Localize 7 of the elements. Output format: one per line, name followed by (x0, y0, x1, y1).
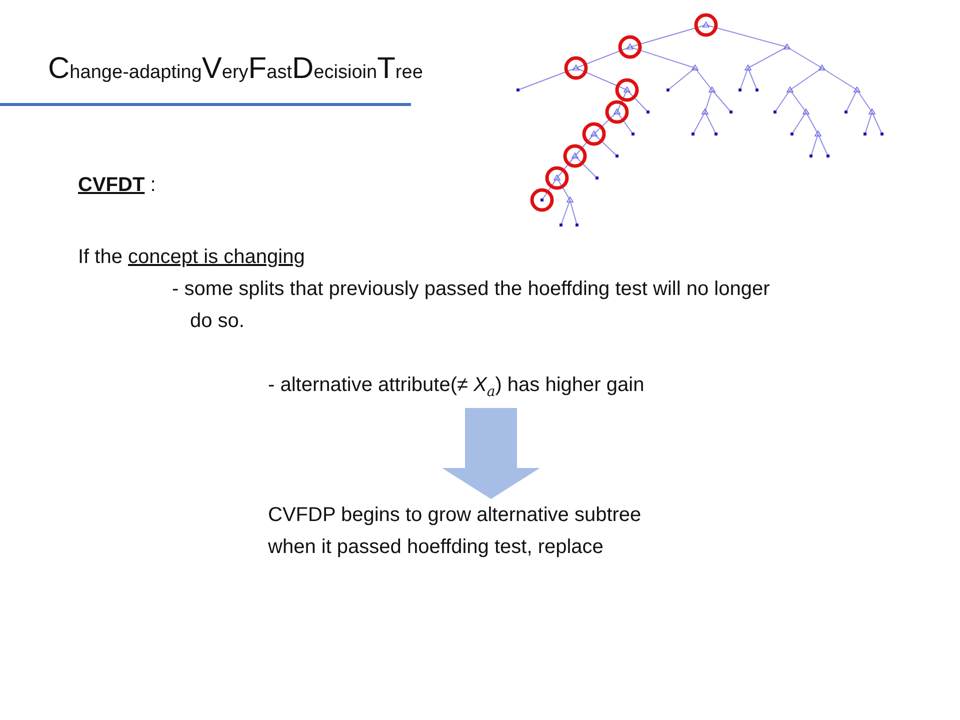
statement-text: CVFDP begins to grow alternative subtree when it passed hoeffding test, replace (268, 499, 673, 563)
statement-text: - alternative attribute(≠ X$_{a}$) has higher gain (268, 369, 788, 408)
heading-text: CVFDT : (78, 173, 157, 198)
slide-title: Change-adaptingVeryFastDecisioinTree (48, 52, 423, 86)
arrow (442, 408, 540, 499)
note-text: - some splits that previously passed the hoeffding test will no longer do so. (172, 277, 771, 334)
condition-text: If the concept is changing (78, 245, 306, 270)
